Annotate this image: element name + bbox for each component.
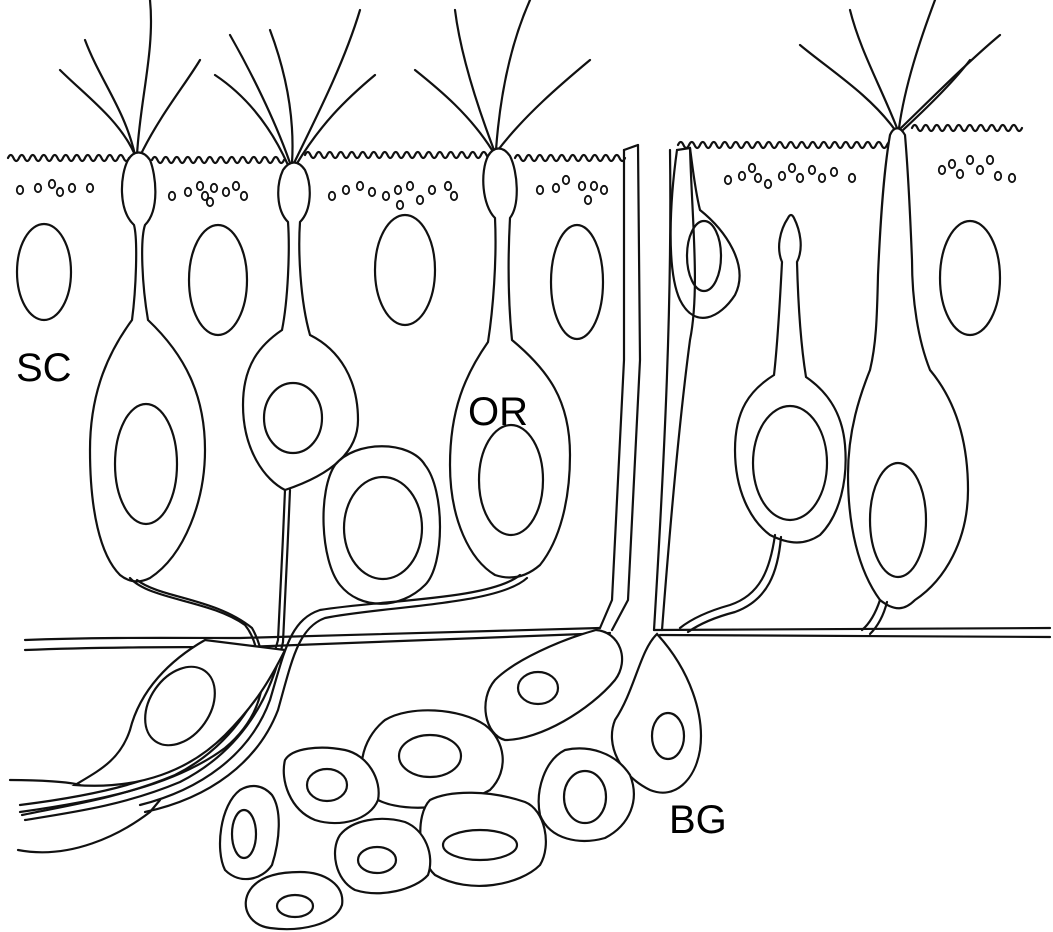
granule — [563, 176, 569, 184]
granule — [849, 174, 855, 182]
granule — [87, 184, 93, 192]
granule — [407, 182, 413, 190]
granule — [967, 156, 973, 164]
granule — [591, 182, 597, 190]
label-sc: SC — [16, 348, 72, 388]
supporting-nucleus — [687, 221, 721, 291]
granule — [429, 186, 435, 194]
granule — [445, 182, 451, 190]
granule — [957, 170, 963, 178]
granule — [819, 174, 825, 182]
granule — [755, 174, 761, 182]
granule — [357, 182, 363, 190]
granule — [739, 172, 745, 180]
granule — [169, 192, 175, 200]
basement-membrane — [25, 628, 1050, 650]
gland-nucleus — [518, 672, 558, 704]
granule — [749, 164, 755, 172]
receptor-nucleus — [264, 383, 322, 453]
granule — [725, 176, 731, 184]
granule — [831, 168, 837, 176]
gland-nucleus — [277, 895, 313, 917]
granule — [987, 156, 993, 164]
gland-nucleus — [443, 830, 517, 860]
gland-nucleus — [232, 810, 256, 858]
granule — [451, 192, 457, 200]
supporting-nucleus — [551, 225, 603, 339]
supporting-nucleus — [17, 224, 71, 320]
granule — [585, 196, 591, 204]
granule — [995, 172, 1001, 180]
granule — [949, 160, 955, 168]
granule — [789, 164, 795, 172]
receptor-nucleus — [115, 404, 177, 524]
granule — [537, 186, 543, 194]
granule — [797, 174, 803, 182]
granule — [939, 166, 945, 174]
granule — [809, 166, 815, 174]
gland-nucleus — [358, 847, 396, 873]
granule — [35, 184, 41, 192]
bowmans-gland — [220, 630, 701, 929]
receptor-nucleus — [870, 463, 926, 577]
gland-nucleus — [652, 713, 684, 759]
granule — [369, 188, 375, 196]
receptor-nucleus — [479, 425, 543, 535]
supporting-nucleus — [940, 221, 1000, 335]
granule — [417, 196, 423, 204]
granule — [197, 182, 203, 190]
receptor-nucleus — [344, 477, 422, 579]
granule — [329, 192, 335, 200]
granule — [185, 188, 191, 196]
gland-nucleus — [564, 771, 606, 823]
granule — [601, 186, 607, 194]
label-bg: BG — [669, 800, 727, 840]
supporting-nucleus — [375, 215, 435, 325]
gland-nucleus — [399, 735, 461, 777]
granule — [223, 188, 229, 196]
granule — [211, 184, 217, 192]
granule — [207, 198, 213, 206]
granule — [579, 182, 585, 190]
supporting-cells — [600, 145, 740, 630]
granule — [241, 192, 247, 200]
granule — [553, 184, 559, 192]
granule — [69, 184, 75, 192]
olfactory-receptor-neurons — [90, 128, 968, 608]
granule — [779, 172, 785, 180]
label-or: OR — [468, 392, 528, 432]
granule — [395, 186, 401, 194]
supporting-nucleus — [189, 225, 247, 335]
cilia — [60, 0, 1000, 165]
granule — [1009, 174, 1015, 182]
granule — [397, 201, 403, 209]
granule — [57, 188, 63, 196]
granule — [49, 180, 55, 188]
granule — [343, 186, 349, 194]
granule — [17, 186, 23, 194]
granule — [233, 182, 239, 190]
granule — [765, 180, 771, 188]
receptor-nucleus — [753, 406, 827, 520]
gland-nucleus — [307, 769, 347, 801]
granule — [977, 166, 983, 174]
granule — [383, 192, 389, 200]
